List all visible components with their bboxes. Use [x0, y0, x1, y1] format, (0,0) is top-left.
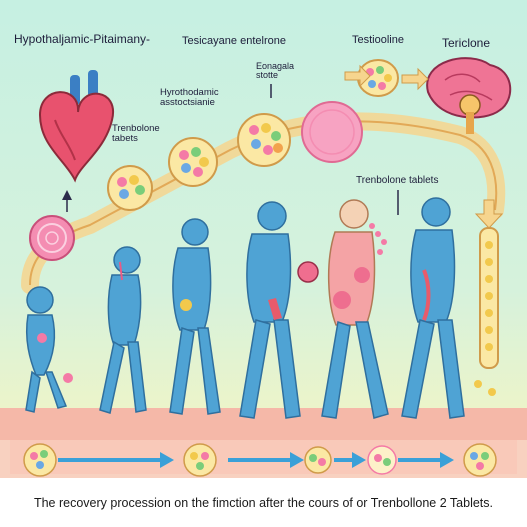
- figure-teen: [99, 246, 147, 414]
- heart-icon: [38, 70, 115, 183]
- pill-cluster: [107, 165, 153, 211]
- caption-text: The recovery procession on the fimction …: [33, 496, 494, 510]
- label-trenbolone-tablets: Trenbolone tablets: [356, 175, 439, 186]
- arrow-up-icon: [62, 190, 72, 200]
- bottom-pill-group: [23, 443, 497, 477]
- figure-recovered: [401, 197, 465, 419]
- brain-icon: [426, 57, 512, 134]
- label-tericlone: Tericlone: [442, 36, 491, 50]
- label-hypothodamic: Hyrothodamic asstoctsianie: [160, 87, 219, 108]
- label-tesicayane: Tesicayane entelrone: [182, 35, 286, 47]
- bottom-arrow: [58, 452, 454, 468]
- arrow-down-icon: [474, 199, 504, 229]
- figure-child: [25, 286, 73, 413]
- pill-column: [474, 227, 499, 396]
- figure-adult: [239, 201, 319, 419]
- label-hypothalamic-pituitary: Hypothaljamic-Pitaimany-: [14, 32, 151, 46]
- figure-anatomy: [321, 199, 389, 419]
- hormone-disc: [301, 101, 363, 163]
- caption-bar: The recovery procession on the fimction …: [0, 478, 527, 527]
- pill-cluster: [237, 113, 291, 167]
- figure-young-adult: [169, 218, 221, 415]
- bottom-strip: [10, 440, 517, 474]
- pill-capsule: [357, 59, 399, 97]
- label-testioline: Testiooline: [352, 34, 404, 46]
- label-engagala: Eonagala stotte: [256, 61, 295, 81]
- arrow-right-icon: [344, 64, 371, 88]
- arrow-right-icon: [401, 67, 429, 91]
- target-disc: [29, 215, 75, 261]
- pill-cluster: [168, 137, 218, 187]
- label-trenbolone-tabets: Trenbolone tabets: [112, 123, 160, 144]
